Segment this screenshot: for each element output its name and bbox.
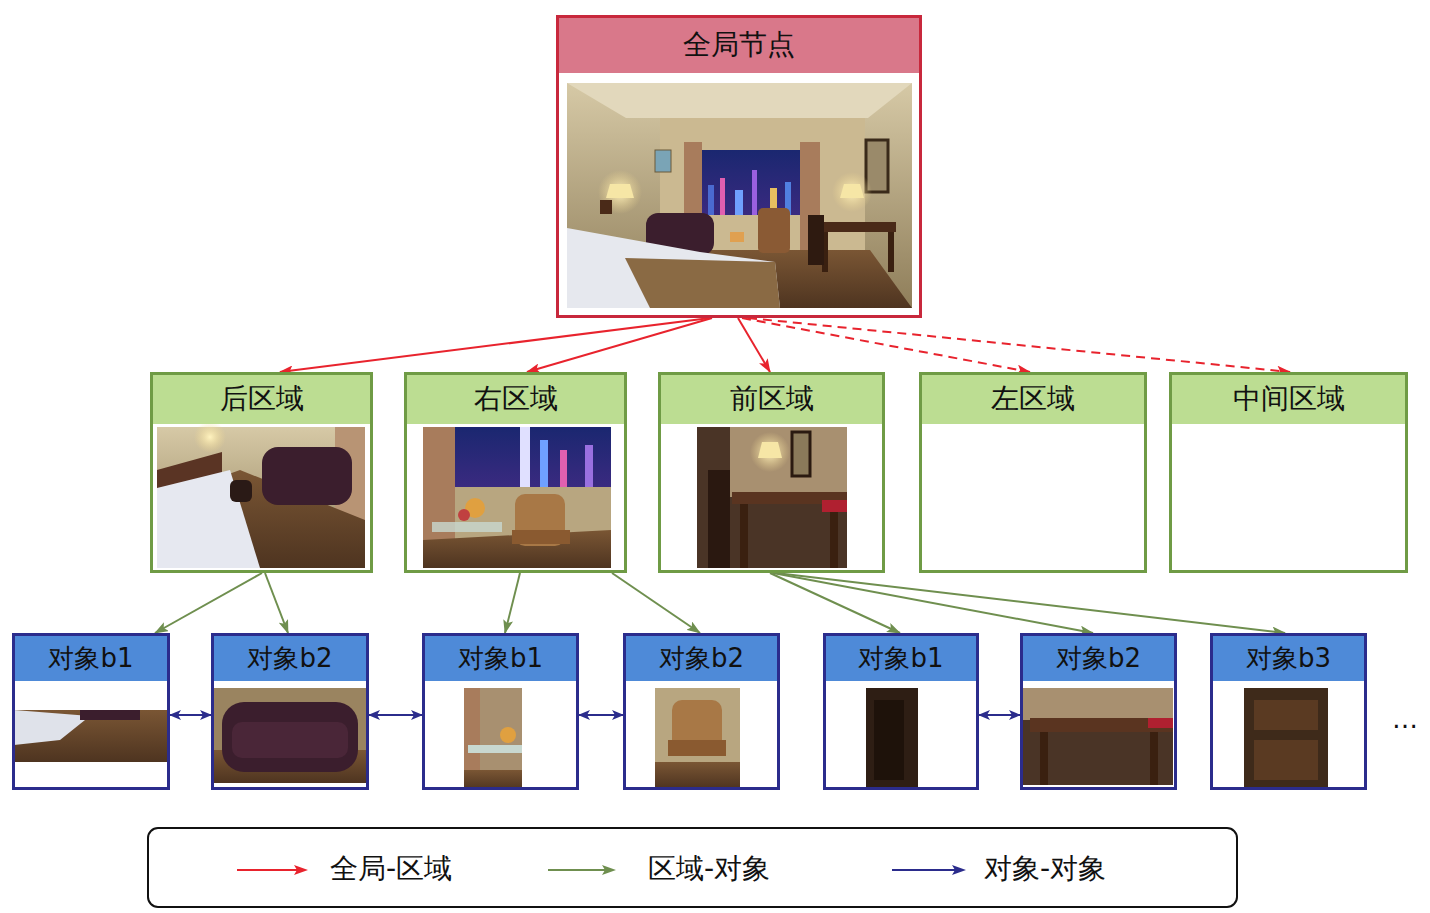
header-band: 对象b1 [826,636,976,681]
header-band: 对象b1 [15,636,167,681]
hierarchy-arrow [738,318,770,372]
hierarchy-arrow [748,318,1290,372]
global-node-box: 全局节点 [556,15,922,318]
object-object-link [979,714,1020,716]
header-band: 中间区域 [1172,375,1405,424]
legend-text: 区域-对象 [648,854,770,885]
node-title: 右区域 [474,384,558,415]
node-title: 中间区域 [1233,384,1345,415]
region-box: 前区域 [658,372,885,573]
region-box: 中间区域 [1169,372,1408,573]
hierarchy-arrow [265,573,288,633]
header-band: 后区域 [153,375,370,424]
hierarchy-arrow [155,573,262,633]
back-region-photo [157,421,365,568]
object-box: 对象b1 [12,633,170,790]
hierarchy-arrow [505,573,520,633]
object-box: 对象b2 [1020,633,1177,790]
object-box: 对象b1 [823,633,979,790]
object-box: 对象b2 [211,633,369,790]
hierarchy-arrow [742,318,1030,372]
object-box: 对象b3 [1210,633,1367,790]
object-box: 对象b1 [422,633,579,790]
header-band: 对象b3 [1213,636,1364,681]
hierarchy-arrow [280,318,710,372]
hierarchy-arrow [776,573,1285,633]
object-box: 对象b2 [623,633,780,790]
node-title: 后区域 [220,384,304,415]
right-region-photo [423,427,611,568]
hierarchy-arrow [527,318,712,372]
node-title: 全局节点 [683,30,795,61]
node-title: 对象b2 [659,644,744,673]
hierarchy-arrow [773,573,1093,633]
header-band: 对象b2 [214,636,366,681]
ellipsis-label: … [1392,705,1418,734]
front-region-photo [697,427,847,568]
node-title: 对象b1 [48,644,133,673]
node-title: 左区域 [991,384,1075,415]
node-title: 对象b1 [458,644,543,673]
header-band: 左区域 [922,375,1144,424]
legend-frame [148,828,1237,907]
legend-text: 对象-对象 [984,854,1106,885]
header-band: 右区域 [407,375,624,424]
hierarchy-arrow [612,573,700,633]
node-title: 对象b3 [1246,644,1331,673]
header-band: 对象b1 [425,636,576,681]
region-box: 后区域 [150,372,373,573]
node-title: 前区域 [730,384,814,415]
node-title: 对象b1 [858,644,943,673]
hierarchy-arrow [770,573,900,633]
header-band: 对象b2 [626,636,777,681]
header-band: 前区域 [661,375,882,424]
region-box: 左区域 [919,372,1147,573]
object-object-link [579,714,623,716]
header-band: 全局节点 [559,18,919,73]
object-object-link [170,714,211,716]
main-photo [567,83,912,308]
legend-text: 全局-区域 [330,854,452,885]
object-object-link [369,714,422,716]
header-band: 对象b2 [1023,636,1174,681]
node-title: 对象b2 [247,644,332,673]
node-title: 对象b2 [1056,644,1141,673]
region-box: 右区域 [404,372,627,573]
